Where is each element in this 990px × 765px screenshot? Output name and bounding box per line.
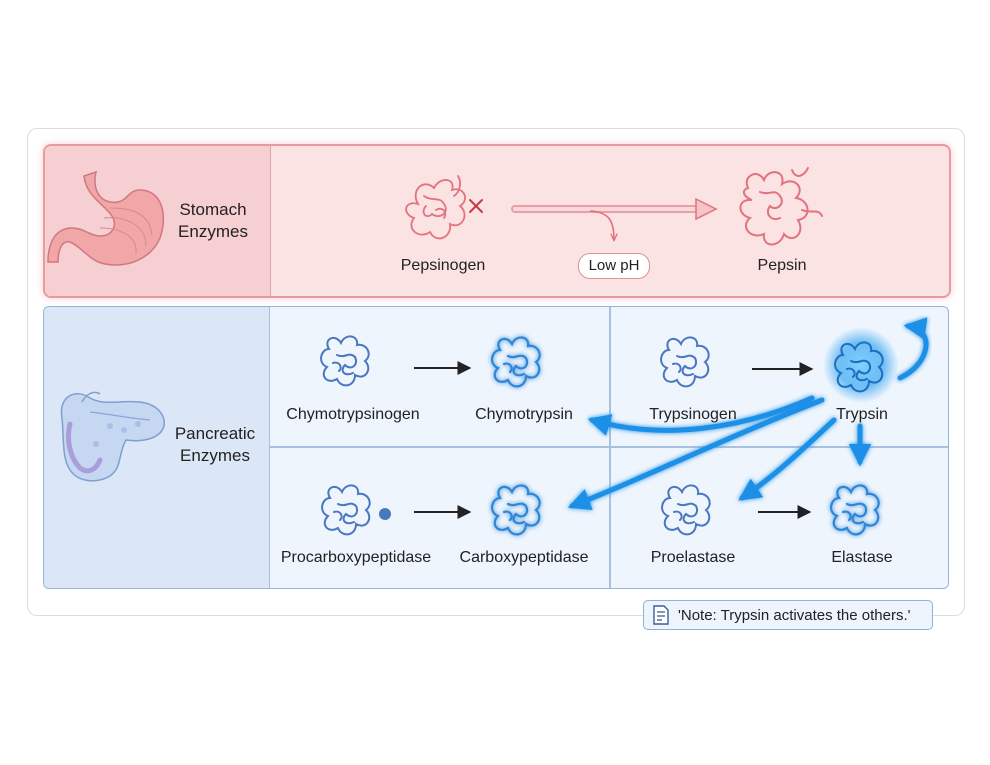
- pancreas-label-line1: Pancreatic: [174, 424, 256, 443]
- carboxypeptidase-protein-icon: [491, 484, 541, 536]
- stomach-label-line1: Stomach: [179, 200, 247, 219]
- carboxypeptidase-label: Carboxypeptidase: [459, 549, 589, 566]
- trypsinogen-label: Trypsinogen: [649, 406, 737, 423]
- pepsinogen-protein-icon: [405, 175, 466, 240]
- trypsin-to-carboxypeptidase-arrow: [567, 397, 825, 511]
- chymotrypsin-protein-icon: [491, 336, 541, 388]
- pancreas-icon: [60, 391, 165, 482]
- pepsin-protein-icon: [739, 167, 823, 246]
- trypsin-protein-icon: [823, 327, 899, 403]
- stomach-icon: [47, 170, 165, 266]
- grid-divider-vertical: [609, 307, 611, 588]
- proelastase-protein-icon: [661, 484, 711, 536]
- pancreas-label-line2: Enzymes: [180, 446, 250, 465]
- elastase-label: Elastase: [831, 549, 893, 566]
- stomach-label-line2: Enzymes: [178, 222, 248, 241]
- chymotrypsinogen-label: Chymotrypsinogen: [286, 406, 420, 423]
- procarboxypeptidase-label: Procarboxypeptidase: [280, 549, 432, 566]
- trypsin-autoactivation-arrow: [897, 317, 929, 381]
- grid-divider-horizontal: [269, 446, 948, 448]
- chymotrypsinogen-protein-icon: [320, 335, 370, 387]
- note-box: 'Note: Trypsin activates the others.': [643, 600, 933, 630]
- proelastase-label: Proelastase: [650, 549, 736, 566]
- stomach-section-label: Stomach Enzymes: [178, 199, 248, 243]
- note-text: 'Note: Trypsin activates the others.': [678, 606, 911, 624]
- trypsin-to-proelastase-arrow: [738, 417, 837, 501]
- elastase-protein-icon: [830, 484, 880, 536]
- pepsin-activation-arrow: [511, 197, 718, 240]
- trypsinogen-protein-icon: [660, 336, 710, 388]
- note-icon: [653, 605, 669, 625]
- trypsin-label: Trypsin: [836, 406, 888, 423]
- propeptide-blob: [379, 508, 391, 520]
- inactive-x-icon: [469, 199, 483, 213]
- pancreas-section-label: Pancreatic Enzymes: [175, 423, 255, 467]
- chymotrypsin-label: Chymotrypsin: [475, 406, 573, 423]
- pepsinogen-label: Pepsinogen: [400, 257, 486, 274]
- low-ph-badge: Low pH: [578, 253, 650, 279]
- trypsin-to-chymotrypsin-arrow: [587, 395, 815, 436]
- pancreatic-enzymes-panel: [43, 306, 949, 589]
- procarboxypeptidase-protein-icon: [321, 484, 371, 536]
- pepsin-label: Pepsin: [757, 257, 807, 274]
